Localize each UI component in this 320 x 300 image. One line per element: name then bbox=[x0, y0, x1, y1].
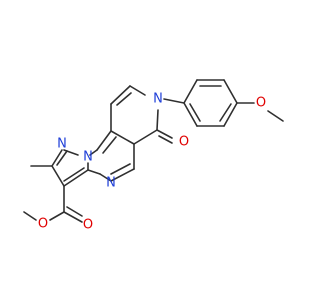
chemical-structure-canvas: N O O N N N O O bbox=[0, 0, 300, 300]
bond bbox=[183, 102, 198, 127]
bond bbox=[110, 163, 131, 175]
atom-label-n-bridge: N bbox=[83, 150, 93, 165]
bond bbox=[51, 149, 63, 167]
bond bbox=[223, 79, 238, 104]
bond bbox=[189, 103, 201, 122]
bond bbox=[163, 98, 185, 104]
bond bbox=[110, 130, 135, 145]
atom-label-n-pyrazole-2: N bbox=[57, 137, 67, 152]
atom-label-n-pyrimidine: N bbox=[106, 176, 116, 191]
bond bbox=[133, 129, 158, 145]
bond bbox=[63, 211, 83, 223]
bond bbox=[99, 173, 112, 182]
atom-label-layer: N O O N N N O O bbox=[38, 92, 266, 233]
bond bbox=[223, 102, 238, 127]
bond bbox=[102, 136, 117, 154]
bond-layer bbox=[23, 79, 284, 223]
bond bbox=[116, 92, 132, 106]
bond bbox=[158, 135, 173, 144]
bond bbox=[267, 110, 284, 122]
atom-label-o-ester-carbonyl: O bbox=[83, 218, 93, 233]
bond bbox=[49, 211, 65, 221]
bond bbox=[129, 85, 146, 96]
atom-label-o-ester: O bbox=[38, 217, 48, 232]
bond bbox=[51, 165, 65, 187]
bond bbox=[63, 169, 89, 187]
molecule-diagram: N O O N N N O O bbox=[0, 0, 300, 300]
atom-label-o-methoxy: O bbox=[256, 96, 266, 111]
bond bbox=[96, 130, 112, 151]
bond bbox=[23, 211, 37, 221]
bond bbox=[56, 150, 68, 166]
bond bbox=[87, 169, 101, 175]
bond bbox=[156, 129, 173, 139]
bond bbox=[89, 149, 98, 156]
atom-label-n-pyridinone: N bbox=[153, 92, 163, 107]
bond bbox=[156, 109, 159, 131]
background bbox=[0, 0, 300, 300]
bond bbox=[183, 79, 198, 104]
bond bbox=[110, 168, 135, 182]
bond bbox=[219, 103, 232, 122]
atom-label-o-carbonyl: O bbox=[179, 135, 189, 150]
bond bbox=[66, 206, 83, 217]
bond bbox=[110, 85, 131, 105]
bond bbox=[63, 167, 85, 182]
